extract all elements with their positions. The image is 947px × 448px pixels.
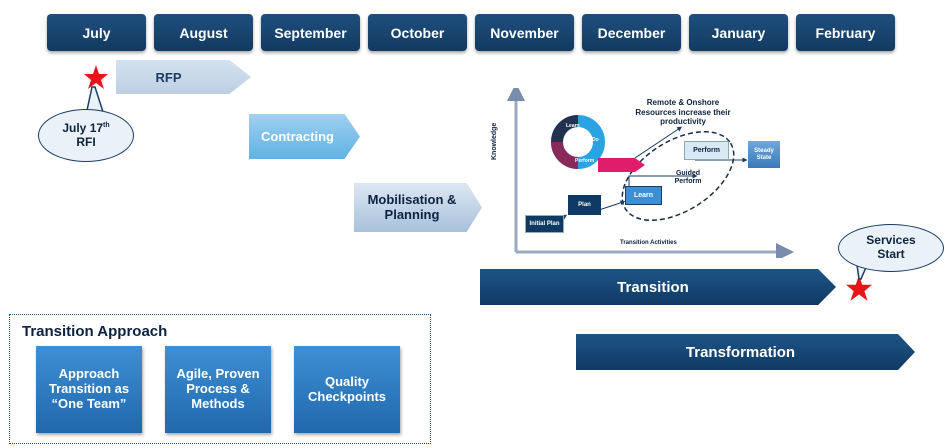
cycle-segment-purple	[551, 141, 579, 169]
cycle-label-perform: Perform	[575, 158, 595, 164]
month-october: October	[368, 14, 467, 51]
x-axis-label: Transition Activities	[620, 240, 677, 246]
approach-tile-quality: Quality Checkpoints	[294, 346, 400, 433]
cycle-label-do: Do	[592, 137, 599, 143]
transformation-arrow: Transformation	[576, 334, 915, 370]
transition-arrow: Transition	[480, 269, 836, 305]
services-start-callout: Services Start	[838, 224, 944, 272]
mobilisation-arrow: Mobilisation & Planning	[354, 183, 482, 232]
remote-note: Remote & Onshore Resources increase thei…	[635, 98, 731, 127]
month-august: August	[154, 14, 253, 51]
y-axis-label: Knowledge	[491, 122, 498, 160]
dashed-ellipse	[621, 130, 735, 222]
cycle-label-learn: Learn	[566, 123, 580, 129]
approach-tile-agile: Agile, Proven Process & Methods	[165, 346, 271, 433]
transition-label: Transition	[617, 278, 689, 296]
month-january: January	[689, 14, 788, 51]
approach-tile-one-team-label: Approach Transition as “One Team”	[48, 366, 130, 411]
mobilisation-label: Mobilisation & Planning	[367, 191, 457, 222]
month-november: November	[475, 14, 574, 51]
rfi-callout: July 17th RFI	[38, 109, 134, 162]
steady-state-box: Steady State	[748, 141, 780, 168]
month-december: December	[582, 14, 681, 51]
pink-arrow	[598, 158, 645, 172]
transition-approach-box	[9, 314, 431, 444]
connector-plan	[598, 200, 626, 211]
connector-remote	[634, 126, 683, 159]
transformation-label: Transformation	[685, 343, 796, 361]
rfi-date-line: July 17th	[62, 120, 110, 136]
approach-tile-quality-label: Quality Checkpoints	[307, 373, 386, 404]
guided-perform-label: Guided Perform	[674, 170, 702, 185]
rfp-label: RFP	[155, 69, 182, 85]
approach-tile-one-team: Approach Transition as “One Team”	[36, 346, 142, 433]
services-star-icon	[846, 275, 872, 301]
learn-box: Learn	[625, 186, 662, 205]
services-start-label: Services Start	[866, 233, 916, 261]
rfi-star-icon	[84, 65, 108, 89]
transition-approach-title: Transition Approach	[22, 323, 168, 340]
initial-plan-box: Initial Plan	[525, 215, 564, 233]
contracting-label: Contracting	[261, 129, 334, 144]
month-july: July	[47, 14, 146, 51]
contracting-arrow: Contracting	[249, 114, 360, 159]
rfi-date: July 17	[62, 120, 104, 135]
month-february: February	[796, 14, 895, 51]
rfi-label: RFI	[76, 134, 96, 149]
plan-box: Plan	[568, 195, 601, 215]
rfi-date-suffix: th	[103, 121, 110, 129]
approach-tile-agile-label: Agile, Proven Process & Methods	[176, 366, 260, 411]
cycle-segment-dark	[551, 115, 579, 143]
month-september: September	[261, 14, 360, 51]
connector-learn	[628, 173, 698, 188]
perform-box: Perform	[684, 141, 729, 160]
rfp-arrow: RFP	[116, 60, 251, 94]
